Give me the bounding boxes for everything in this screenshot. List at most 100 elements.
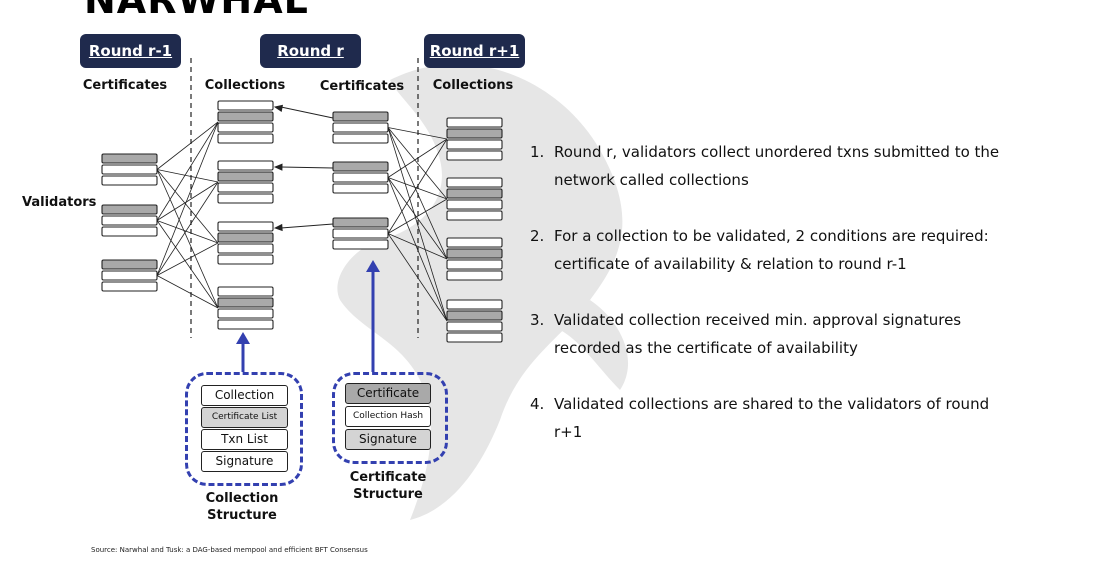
certificate-field: Certificate [345, 383, 431, 404]
cert-r-b-row [332, 172, 389, 183]
collection-r-a-row [217, 133, 274, 144]
cert-r-minus-1-c-row [101, 281, 158, 292]
step-3-text: Validated collection received min. appro… [554, 306, 1004, 362]
step-1-line1: Round r, validators collect unordered tx… [554, 143, 1000, 161]
edge-certificate-arrow [280, 223, 334, 229]
cert-r-minus-1-b-row [101, 226, 158, 237]
edge-cert-to-collection [156, 220, 219, 244]
edge-cert-to-collection [156, 275, 219, 309]
step-3-line2: recorded as the certificate of availabil… [554, 339, 858, 357]
step-1-text: Round r, validators collect unordered tx… [554, 138, 1004, 194]
edge-collection-to-cert [387, 233, 448, 322]
cert-r-c [332, 217, 389, 250]
edge-cert-to-collection [156, 181, 219, 221]
collection-r-a-row [217, 122, 274, 133]
edge-cert-to-collection [156, 169, 219, 244]
certificate-structure-label-line2: Structure [353, 487, 423, 502]
txn-list-field: Txn List [201, 429, 288, 450]
edge-collection-to-cert [387, 138, 448, 234]
collection-r-c-row [217, 232, 274, 243]
collection-r-plus-1-c-row [446, 270, 503, 281]
cert-r-a-row [332, 133, 389, 144]
edge-collection-to-cert [387, 177, 448, 322]
dag-arrows [273, 104, 334, 232]
cert-r-minus-1-b-row [101, 215, 158, 226]
collection-r-b [217, 160, 274, 204]
edge-cert-to-collection [156, 220, 219, 309]
collection-r-plus-1-d-row [446, 321, 503, 332]
certificate-structure-box: Certificate Collection Hash Signature [332, 372, 448, 464]
step-2-number: 2. [530, 227, 545, 245]
collection-r-plus-1-c-row [446, 259, 503, 270]
step-1-number: 1. [530, 143, 545, 161]
collection-structure-box: Collection Certificate List Txn List Sig… [185, 372, 303, 486]
collection-r-a-row [217, 111, 274, 122]
collection-r-plus-1-b [446, 177, 503, 221]
collection-r-d-row [217, 308, 274, 319]
edge-certificate-arrow [280, 106, 334, 119]
certificates-r-label: Certificates [319, 79, 405, 94]
collection-r-plus-1-d-row [446, 299, 503, 310]
validators-label: Validators [22, 195, 97, 210]
arrowhead-icon [273, 163, 283, 171]
arrowhead-icon [273, 104, 284, 113]
collection-r-plus-1-a-row [446, 139, 503, 150]
collection-r-b-row [217, 193, 274, 204]
cert-r-minus-1-c-row [101, 270, 158, 281]
collection-r-b-row [217, 171, 274, 182]
collection-r-b-row [217, 182, 274, 193]
slide-title: NARWHAL [84, 0, 309, 22]
collection-r-plus-1-d [446, 299, 503, 343]
edge-cert-to-collection [156, 121, 219, 276]
cert-r-a [332, 111, 389, 144]
collection-r-plus-1-a-row [446, 150, 503, 161]
cert-r-c-row [332, 239, 389, 250]
round-r-plus-1-pill: Round r+1 [424, 34, 525, 68]
collections-r-label: Collections [204, 78, 286, 93]
dag-edges [156, 121, 448, 322]
step-2-line2: certificate of availability & relation t… [554, 255, 907, 273]
collection-structure-label: Collection Structure [206, 490, 279, 524]
cert-r-b-row [332, 161, 389, 172]
dag-blocks [101, 100, 503, 343]
collection-structure-label-line2: Structure [207, 508, 277, 523]
cert-r-a-row [332, 111, 389, 122]
step-4-line1: Validated collections are shared to the … [554, 395, 990, 441]
collection-r-d-row [217, 297, 274, 308]
collection-r-b-row [217, 160, 274, 171]
certificate-list-field: Certificate List [201, 407, 288, 428]
edge-collection-to-cert [387, 177, 448, 200]
edge-collection-to-cert [387, 127, 448, 260]
structure-arrows [236, 260, 380, 372]
edge-cert-to-collection [156, 169, 219, 183]
collection-r-d-row [217, 286, 274, 297]
cert-r-minus-1-a-row [101, 153, 158, 164]
collection-r-plus-1-c-row [446, 248, 503, 259]
step-4-number: 4. [530, 395, 545, 413]
edge-collection-to-cert [387, 198, 448, 234]
certificate-structure-label-line1: Certificate [349, 470, 427, 485]
edge-cert-to-collection [156, 242, 219, 276]
certificate-structure-label: Certificate Structure [350, 469, 427, 503]
collection-r-d-row [217, 319, 274, 330]
cert-r-minus-1-a-row [101, 164, 158, 175]
edge-collection-to-cert [387, 177, 448, 260]
collection-r-plus-1-c [446, 237, 503, 281]
collection-structure-label-line1: Collection [205, 491, 279, 506]
collection-r-c [217, 221, 274, 265]
cert-r-c-row [332, 217, 389, 228]
collection-r-d [217, 286, 274, 330]
certificate-signature-field: Signature [345, 429, 431, 450]
edge-cert-to-collection [156, 121, 219, 170]
collection-r-plus-1-a-row [446, 117, 503, 128]
cert-r-minus-1-b-row [101, 204, 158, 215]
collection-r-plus-1-b-row [446, 210, 503, 221]
signature-field: Signature [201, 451, 288, 472]
collection-r-plus-1-d-row [446, 310, 503, 321]
collection-r-c-row [217, 243, 274, 254]
narwhal-watermark-icon [337, 64, 629, 520]
collection-r-plus-1-a [446, 117, 503, 161]
collection-r-plus-1-b-row [446, 188, 503, 199]
cert-r-minus-1-a-row [101, 175, 158, 186]
